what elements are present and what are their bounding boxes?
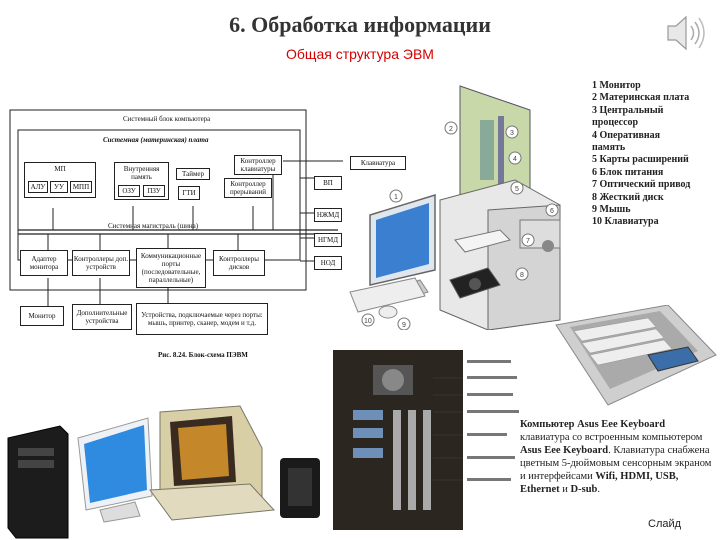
legend-item: 9 Мышь — [592, 204, 631, 216]
comm-ports-box: Коммуникационные порты (последовательные… — [136, 248, 206, 288]
back-panel-photo — [333, 350, 519, 530]
legend-item: 2 Материнская плата — [592, 92, 690, 104]
legend-item: память — [592, 142, 626, 154]
components-legend: 1 Монитор 2 Материнская плата 3 Централь… — [592, 80, 720, 229]
legend-item: 8 Жесткий диск — [592, 191, 664, 203]
nzhmd-box: НЖМД — [314, 208, 342, 222]
monitor-adapter-box: Адаптер монитора — [20, 250, 68, 276]
legend-item: 1 Монитор — [592, 80, 641, 91]
asus-caption-part3: Asus Eee Keyboard — [520, 445, 609, 456]
int-controller-box: Контроллер прерываний — [224, 178, 272, 198]
cpu-label: МП — [54, 165, 66, 173]
svg-text:5: 5 — [515, 186, 519, 193]
asus-caption-part2: клавиатура со встроенным компьютером — [520, 432, 703, 443]
asus-caption-part7: D-sub — [570, 484, 598, 495]
motherboard-label: Системная (материнская) плата — [103, 136, 209, 144]
legend-item: 3 Центральный — [592, 104, 664, 116]
ngmd-box: НГМД — [314, 233, 342, 247]
diagram-lines — [9, 109, 343, 306]
alu-box: АЛУ — [28, 181, 48, 193]
asus-caption-part4: . Клавиатура снабжена цветным 5-дюймовым… — [520, 445, 712, 482]
page-subtitle: Общая структура ЭВМ — [286, 46, 434, 62]
ozu-box: ОЗУ — [118, 185, 140, 197]
monitor-box: Монитор — [20, 306, 64, 326]
asus-caption-part6: и — [559, 484, 571, 495]
asus-caption-part1: Компьютер Asus Eee Keyboard — [520, 419, 666, 430]
pc-components-illustration: 2 3 4 5 6 7 8 1 10 9 — [349, 85, 561, 330]
nod-box: НОД — [314, 256, 342, 270]
disk-controllers-box: Контроллеры дисков — [213, 250, 265, 276]
legend-item: 4 Оперативная — [592, 129, 661, 141]
extra-devices-box: Дополнительные устройства — [72, 304, 132, 330]
mpp-box: МПП — [70, 181, 92, 193]
svg-text:8: 8 — [520, 272, 524, 279]
svg-text:10: 10 — [364, 318, 372, 325]
pc-block-diagram: Системный блок компьютера Системная (мат… — [8, 98, 406, 366]
legend-item: 10 Клавиатура — [592, 216, 659, 228]
internal-memory-label: Внутренняя память — [123, 165, 160, 181]
gti-box: ГТИ — [178, 186, 200, 200]
legend-item: 5 Карты расширений — [592, 154, 689, 166]
uu-box: УУ — [50, 181, 68, 193]
extra-controllers-box: Контроллеры доп. устройств — [72, 250, 130, 276]
legend-item: 7 Оптический привод — [592, 179, 691, 191]
page-title: 6. Обработка информации — [229, 12, 491, 37]
system-bus-label: Системная магистраль (шина) — [108, 222, 199, 230]
keyboard-box: Клавиатура — [350, 156, 406, 170]
diagram-caption: Рис. 8.24. Блок-схема ПЭВМ — [158, 351, 248, 359]
svg-text:1: 1 — [394, 194, 398, 201]
port-devices-box: Устройства, подключаемые через порты: мы… — [136, 303, 268, 335]
asus-caption-part5: Wifi, HDMI, USB, Ethernet — [520, 471, 679, 495]
speaker-icon[interactable] — [664, 12, 708, 54]
slide-label: Слайд — [648, 518, 682, 530]
system-unit-label: Системный блок компьютера — [123, 115, 211, 123]
svg-text:4: 4 — [513, 156, 517, 163]
asus-keyboard-photo — [555, 305, 717, 406]
kbd-controller-box: Контроллер клавиатуры — [234, 155, 282, 175]
asus-caption: Компьютер Asus Eee Keyboard клавиатура с… — [520, 418, 716, 496]
svg-text:2: 2 — [449, 126, 453, 133]
vp-box: ВП — [314, 176, 342, 190]
pzu-box: ПЗУ — [143, 185, 165, 197]
legend-item: 6 Блок питания — [592, 166, 664, 178]
timer-box: Таймер — [176, 168, 210, 180]
svg-text:3: 3 — [510, 130, 514, 137]
asus-caption-part8: . — [597, 484, 601, 495]
computers-photo — [7, 405, 320, 539]
svg-text:7: 7 — [526, 238, 530, 245]
legend-item: процессор — [592, 117, 639, 129]
svg-text:6: 6 — [550, 208, 554, 215]
svg-text:9: 9 — [402, 322, 406, 329]
